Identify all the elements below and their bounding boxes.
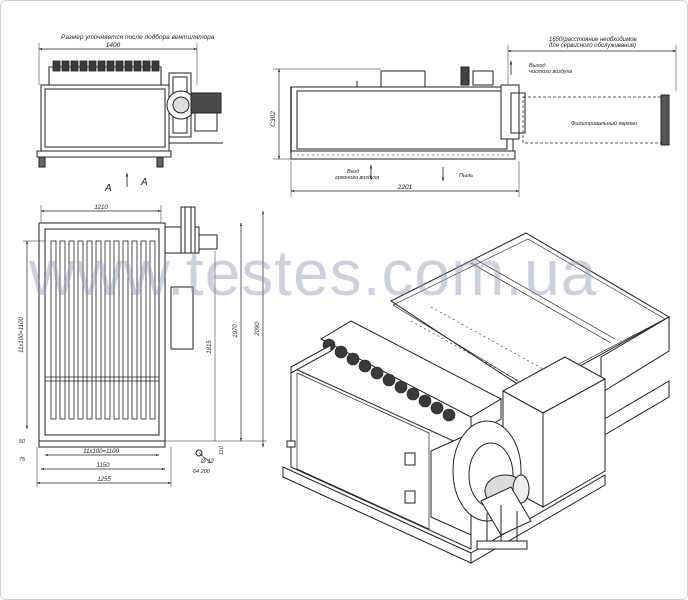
section-label-left: A bbox=[104, 183, 112, 194]
plan-bottom-dim-2: 1150 bbox=[97, 463, 111, 469]
plan-left-small-1: 50 bbox=[19, 439, 26, 445]
plan-right-dim-2: 2090 bbox=[255, 322, 261, 337]
filter-bags bbox=[50, 240, 156, 420]
length-dim: 2201 bbox=[397, 184, 413, 191]
watermark: www.testes.com.ua bbox=[28, 237, 597, 309]
isometric-view bbox=[282, 232, 671, 564]
outlet-label-1: Выход bbox=[529, 63, 546, 69]
plan-right-dim-1: 1970 bbox=[233, 324, 239, 338]
plan-bottom-dim-3: 1255 bbox=[97, 477, 111, 483]
section-label-right: A bbox=[140, 177, 148, 188]
side-view bbox=[273, 45, 677, 197]
plan-bottom-dim-1: 11x100=1100 bbox=[83, 449, 119, 455]
plan-top-dim: 1210 bbox=[94, 205, 108, 211]
outlet-label-2: чистого воздуха bbox=[529, 69, 572, 75]
front-view bbox=[36, 43, 223, 187]
height-dim: С302 bbox=[270, 111, 277, 127]
filter-heads bbox=[52, 60, 160, 72]
front-width-dim: 1400 bbox=[106, 42, 121, 49]
service-note-1: 1650(расстояние необходимое bbox=[549, 37, 638, 43]
plan-left-dim: 11x100=1100 bbox=[19, 317, 25, 353]
front-note: Размер уточняется после подбора вентилят… bbox=[61, 33, 215, 41]
inlet-label-1: Вход bbox=[347, 169, 359, 175]
dust-label: Пыль bbox=[459, 173, 473, 179]
labels: Размер уточняется после подбора вентилят… bbox=[19, 33, 638, 483]
plan-hole-spacing: 64 200 bbox=[193, 469, 211, 475]
plan-hole-dim: Ø 12 bbox=[200, 459, 215, 465]
plan-inner-dim: 1815 bbox=[207, 340, 213, 354]
service-note-2: для сервисного обслуживания) bbox=[549, 43, 636, 49]
plan-left-small-2: 75 bbox=[19, 457, 26, 463]
filter-label: Фильтровальный карман bbox=[571, 120, 637, 127]
inlet-label-2: грязного воздуха bbox=[335, 175, 379, 181]
plan-side-small: 110 bbox=[219, 445, 225, 455]
plan-view bbox=[23, 205, 267, 487]
